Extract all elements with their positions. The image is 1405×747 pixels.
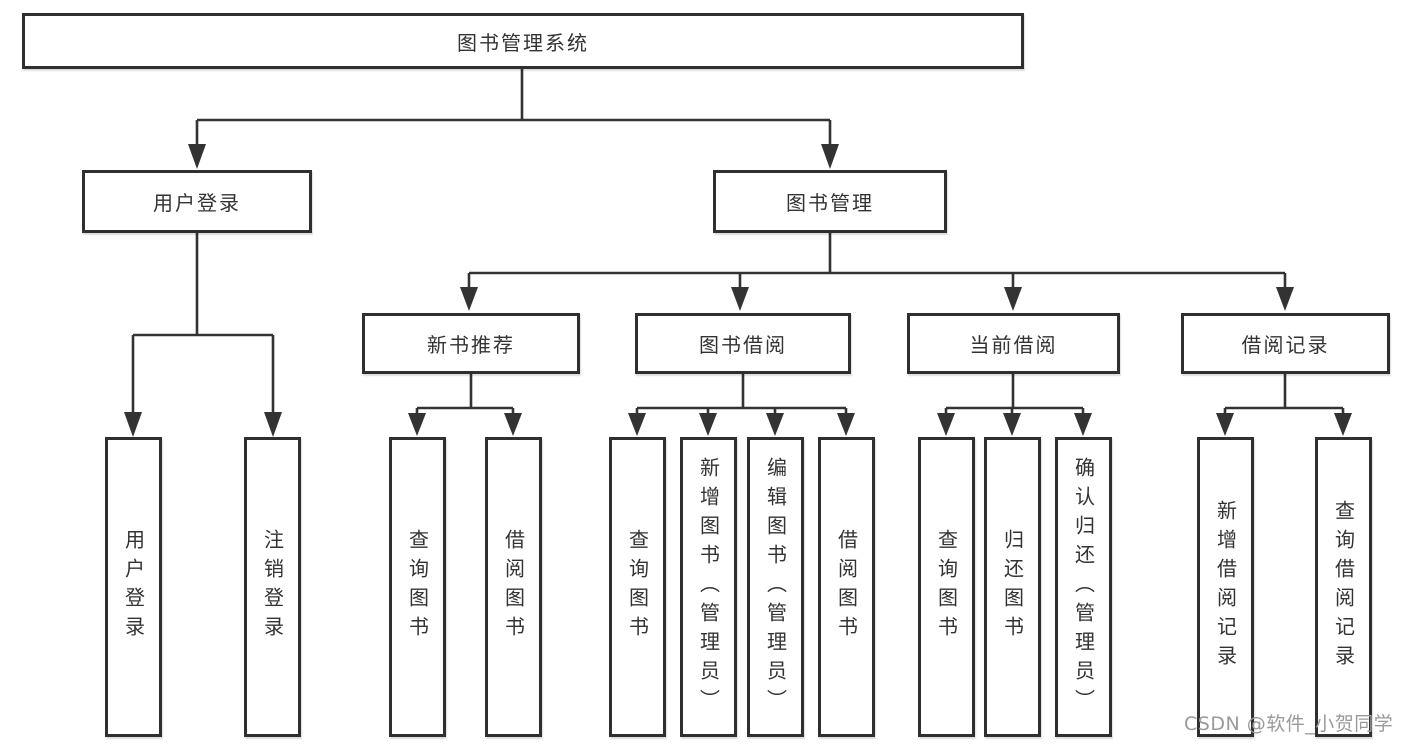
node-label: 查询图书 [625,529,650,645]
leaf-query-borrow-record: 查询借阅记录 [1315,437,1372,737]
leaf-add-borrow-record: 新增借阅记录 [1197,437,1254,737]
node-new-book-recommend: 新书推荐 [362,313,580,374]
node-user-login: 用户登录 [82,170,312,233]
node-label: 用户登录 [153,191,241,215]
leaf-add-book-admin: 新增图书（管理员） [680,437,737,737]
node-label: 借阅图书 [501,529,526,645]
node-label: 查询图书 [934,529,959,645]
leaf-query-books-recommend: 查询图书 [389,437,446,737]
node-label: 查询借阅记录 [1331,500,1356,674]
leaf-borrow-books-recommend: 借阅图书 [485,437,542,737]
node-label: 用户登录 [121,529,146,645]
node-label: 查询图书 [405,529,430,645]
node-book-management: 图书管理 [713,170,947,233]
node-label: 新增借阅记录 [1213,500,1238,674]
node-label: 图书借阅 [699,333,787,357]
node-label: 图书管理系统 [457,30,589,55]
node-label: 注销登录 [260,529,285,645]
node-label: 编辑图书（管理员） [763,456,788,718]
node-system: 图书管理系统 [22,13,1024,69]
node-current-borrow: 当前借阅 [907,313,1120,374]
node-label: 新书推荐 [427,333,515,357]
leaf-logout: 注销登录 [244,437,301,737]
leaf-query-books-borrow: 查询图书 [609,437,666,737]
node-label: 借阅记录 [1241,333,1330,357]
node-label: 确认归还（管理员） [1071,456,1096,718]
leaf-confirm-return-admin: 确认归还（管理员） [1055,437,1112,737]
leaf-user-login: 用户登录 [105,437,162,737]
csdn-watermark: CSDN @软件_小贺同学 [1184,713,1394,735]
node-label: 新增图书（管理员） [696,456,721,718]
leaf-return-books: 归还图书 [984,437,1041,737]
node-label: 归还图书 [1000,529,1025,645]
node-label: 图书管理 [786,191,874,215]
connector-lines [131,68,1345,414]
leaf-borrow-books: 借阅图书 [818,437,875,737]
leaf-edit-book-admin: 编辑图书（管理员） [747,437,804,737]
node-label: 当前借阅 [969,333,1058,357]
node-book-borrow: 图书借阅 [635,313,851,374]
arrowheads [124,144,1352,437]
leaf-query-books-current: 查询图书 [918,437,975,737]
node-label: 借阅图书 [834,529,859,645]
node-borrow-records: 借阅记录 [1181,313,1390,374]
